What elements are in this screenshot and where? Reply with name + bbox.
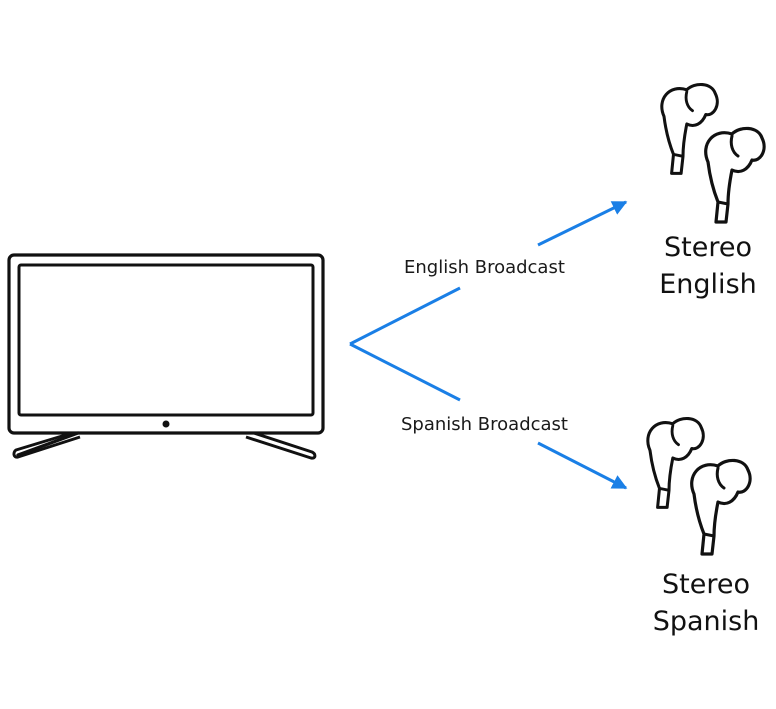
output-english-line2: English bbox=[659, 269, 757, 300]
spanish-arrow-lower bbox=[537, 441, 628, 490]
earbuds-icon bbox=[660, 82, 766, 224]
output-english-line1: Stereo bbox=[664, 232, 752, 263]
spanish-broadcast-label: Spanish Broadcast bbox=[401, 414, 568, 435]
broadcast-arrows bbox=[349, 200, 628, 490]
english-arrow-upper bbox=[537, 200, 628, 247]
television-icon bbox=[7, 253, 325, 460]
earbuds-icon bbox=[646, 416, 752, 556]
english-arrow-lower bbox=[349, 286, 461, 346]
spanish-arrow-upper bbox=[349, 342, 461, 402]
output-spanish-line2: Spanish bbox=[653, 606, 760, 637]
english-broadcast-label: English Broadcast bbox=[404, 257, 565, 278]
output-spanish-line1: Stereo bbox=[662, 569, 750, 600]
